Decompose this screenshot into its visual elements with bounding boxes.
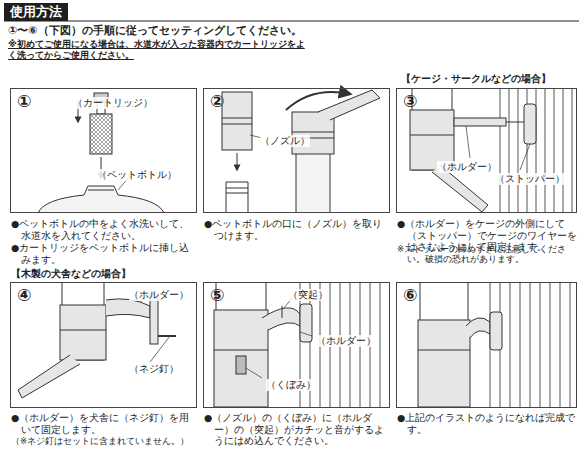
step-number: ⑤ (210, 285, 224, 306)
header-rule (4, 21, 579, 22)
part-label: （ホルダー） (129, 289, 189, 301)
cartridge-illustration (38, 93, 164, 213)
cage-wire (500, 89, 572, 212)
step-panel: ⑥●上記のイラストのようになれば完成です。 (396, 282, 577, 408)
holder-illustration (410, 89, 536, 212)
step-panel: ①（カートリッジ）（ペットボトル）●ペットボトルの中をよく水洗いして、水道水を入… (10, 88, 197, 213)
step-panel: ②（ノズル）●ペットボトルの口に（ノズル）を取りつけます。 (203, 88, 390, 213)
nozzle-illustration (222, 90, 380, 213)
step-panel: ⑤（突起）（ホルダー）（くぼみ）●（ノズル）の（くぼみ）に（ホルダー）の（突起）… (203, 282, 390, 408)
first-use-note: ※初めてご使用になる場合は、水道水が入った容器内でカートリッジをよく洗ってからご… (8, 39, 308, 62)
step-number: ① (17, 91, 31, 112)
instruction-text: ●（ホルダー）を犬舎に（ネジ釘）を用いて固定します。 (11, 412, 198, 435)
step-panel: 【ケージ・サークルなどの場合】③（ホルダー）（ストッパー）●（ホルダー）をケージ… (396, 88, 577, 213)
part-label: （カートリッジ） (73, 97, 153, 109)
step-number: ④ (17, 285, 31, 306)
part-label: （ペットボトル） (97, 169, 177, 181)
case-heading: 【ケージ・サークルなどの場合】 (401, 73, 551, 85)
instruction-text: ●ペットボトルの中をよく水洗いして、水道水を入れてください。 (11, 218, 198, 241)
part-label: （突起） (288, 289, 328, 301)
instruction-text: ●ペットボトルの口に（ノズル）を取りつけます。 (204, 218, 391, 241)
instruction-heading: ①〜⑥（下図）の手順に従ってセッティングしてください。 (8, 24, 578, 38)
instruction-text: ●上記のイラストのようになれば完成です。 (397, 412, 578, 435)
instruction-text: ●カートリッジをペットボトルに挿し込みます。 (11, 242, 198, 265)
instruction-text: ●（ノズル）の（くぼみ）に（ホルダー）の（突起）がカチッと音がするようにはめ込ん… (204, 412, 391, 447)
assembled-illustration (418, 283, 502, 407)
caution-note: ※ストッパーの締めすぎに注意してください。破損の恐れがあります。 (397, 244, 578, 265)
page-title: 使用方法 (4, 3, 68, 21)
step-panel: 【木製の犬舎などの場合】④（ホルダー）（ネジ釘）●（ホルダー）を犬舎に（ネジ釘）… (10, 282, 197, 408)
part-label: （ノズル） (260, 135, 310, 147)
part-label: （ホルダー） (437, 161, 497, 173)
step-number: ③ (403, 91, 417, 112)
cage-wire (490, 283, 570, 407)
part-label: （ストッパー） (495, 173, 565, 185)
step-number: ② (210, 91, 224, 112)
step-number: ⑥ (403, 285, 417, 306)
caution-note: （※ネジ釘はセットに含まれていません。） (11, 436, 198, 446)
part-label: （ネジ釘） (129, 363, 179, 375)
part-label: （ホルダー） (316, 335, 376, 347)
part-label: （くぼみ） (266, 379, 316, 391)
case-heading: 【木製の犬舎などの場合】 (11, 268, 131, 280)
